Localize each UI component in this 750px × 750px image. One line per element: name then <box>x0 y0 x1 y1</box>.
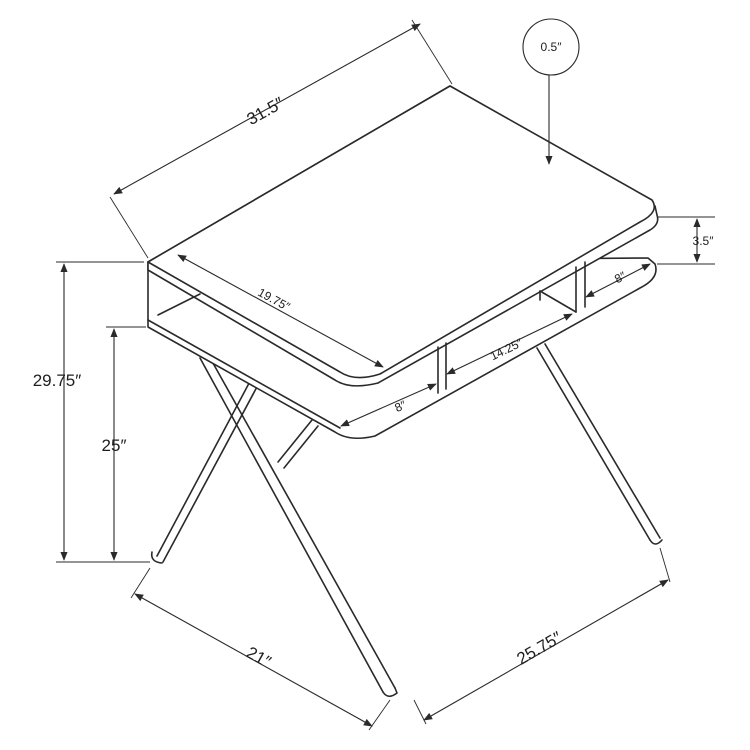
label-shelf-bottom-height: 25″ <box>102 436 127 455</box>
label-base-depth: 21″ <box>243 643 274 672</box>
leg-back-left-edge <box>162 371 266 563</box>
label-base-width: 25.75″ <box>513 628 565 669</box>
leg-front-right-edge <box>544 343 661 539</box>
thickness-callout <box>522 18 580 165</box>
desk-body <box>147 85 659 440</box>
leg-brace <box>277 419 313 463</box>
label-width-top: 31.5″ <box>244 93 287 129</box>
dim-line-width-top <box>113 23 421 195</box>
dim-line-base-width <box>423 579 669 721</box>
leg-front-right <box>536 347 651 541</box>
rear-panel-top <box>539 290 577 313</box>
leg-front-left-foot <box>382 687 398 698</box>
label-total-height: 29.75″ <box>33 371 82 390</box>
dim-line-shelf-depth-right <box>585 263 651 298</box>
leg-back-left-foot <box>150 551 163 564</box>
label-top-thickness: 0.5″ <box>541 40 563 54</box>
dim-line-base-depth <box>134 593 373 727</box>
label-shelf-height: 3.5″ <box>693 234 715 248</box>
dim-line-shelf-span <box>446 313 573 375</box>
callout-circle <box>522 18 580 76</box>
dimension-lines <box>60 23 701 727</box>
leg-brace-edge <box>283 425 319 469</box>
dim-line-shelf-depth-left <box>340 383 437 427</box>
leg-front-right-foot <box>649 539 663 545</box>
leg-back-left <box>156 371 256 557</box>
dim-line-inner-width <box>177 254 384 368</box>
